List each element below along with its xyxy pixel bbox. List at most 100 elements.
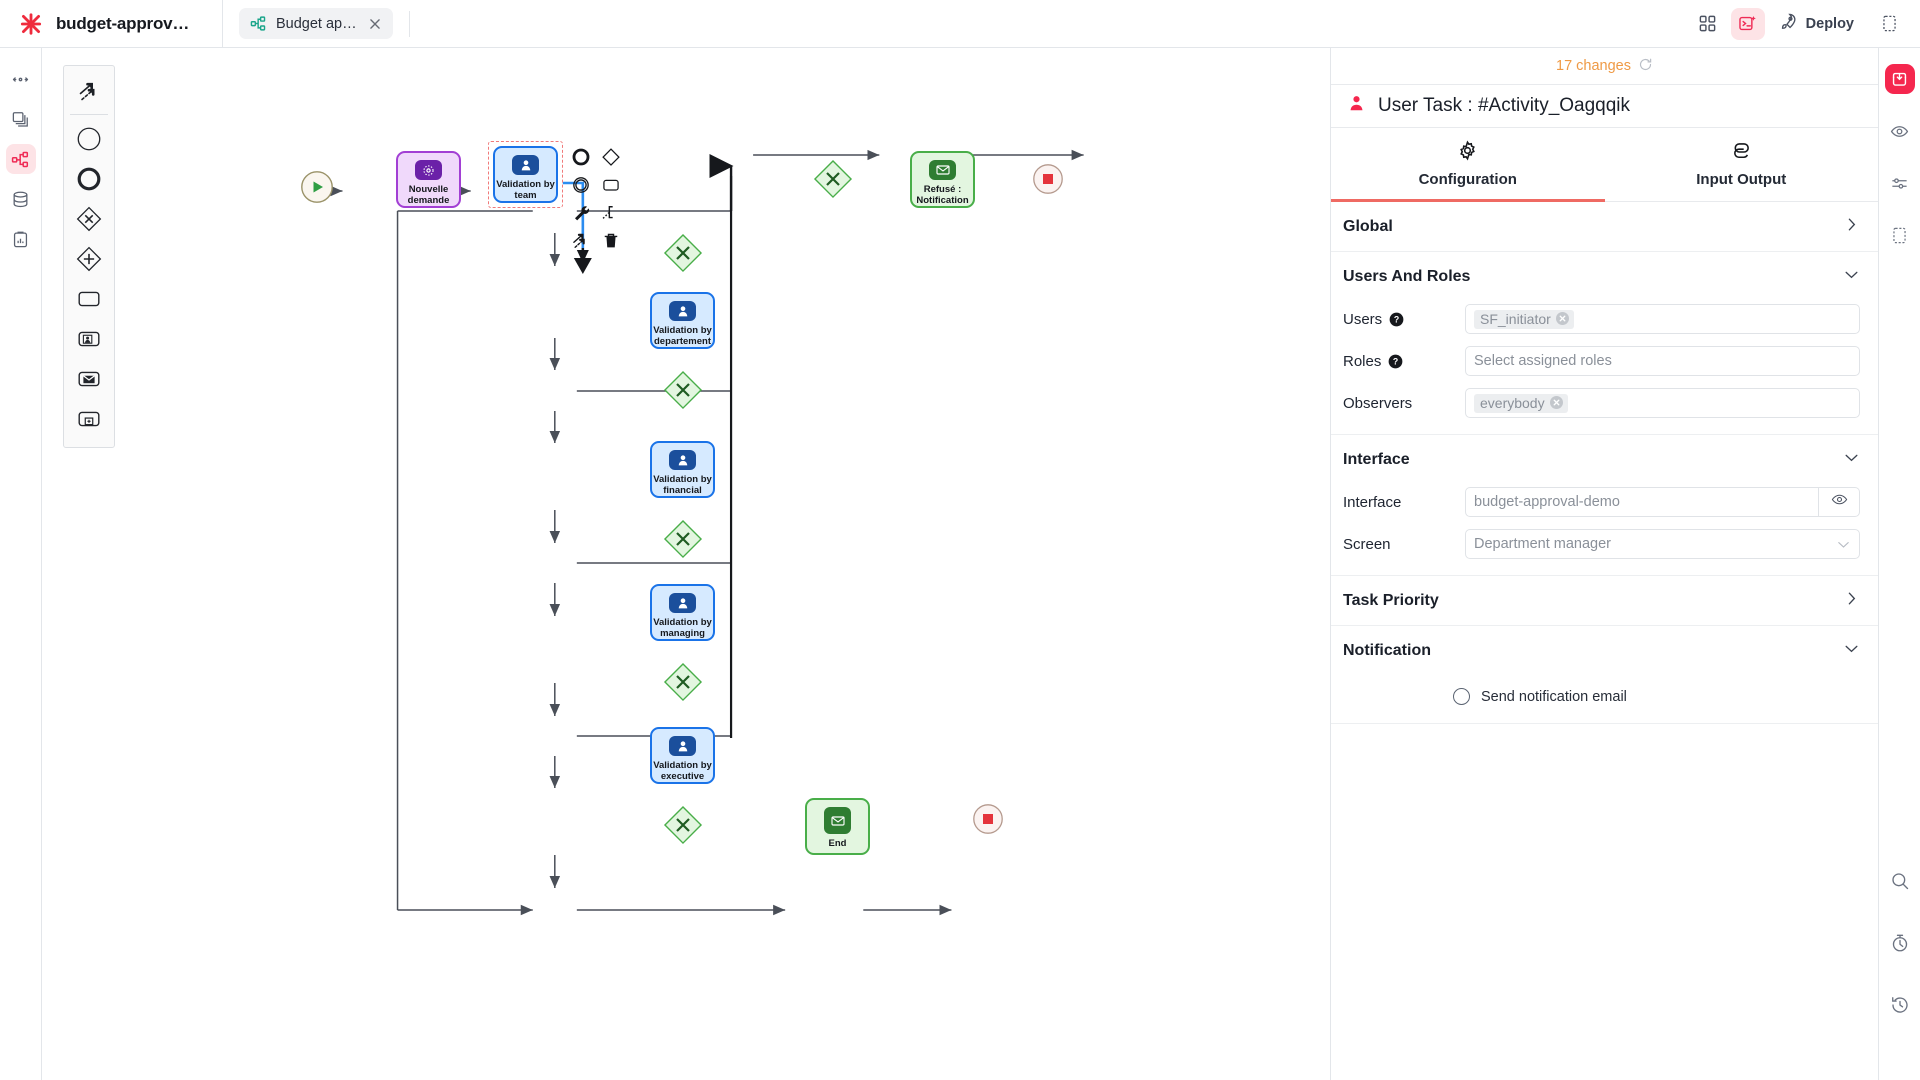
field-interface: Interface budget-approval-demo (1343, 487, 1860, 517)
bpmn-gateway-2[interactable] (663, 370, 703, 415)
palette-parallel-gateway[interactable] (69, 239, 109, 279)
form-doc-button[interactable] (1885, 220, 1915, 250)
ai-terminal-button[interactable] (1730, 7, 1765, 40)
document-form-button[interactable] (1872, 8, 1906, 40)
ctx-trash-icon[interactable] (599, 229, 623, 253)
bpmn-task-validation-by-team[interactable]: Validation by team (488, 141, 563, 208)
users-input[interactable]: SF_initiator (1465, 304, 1860, 334)
settings-sliders-button[interactable] (1885, 168, 1915, 198)
bpmn-gateway-3[interactable] (663, 519, 703, 564)
deploy-button[interactable]: Deploy (1771, 6, 1866, 41)
eye-icon (1831, 491, 1848, 513)
observers-input[interactable]: everybody (1465, 388, 1860, 418)
palette-end-event[interactable] (69, 159, 109, 199)
search-button[interactable] (1885, 866, 1915, 896)
chevron-down-icon[interactable] (1836, 537, 1851, 552)
save-deploy-button[interactable] (1884, 64, 1915, 94)
refresh-icon[interactable] (1638, 57, 1653, 76)
bpmn-task-refuse-notification[interactable]: Refusé : Notification (910, 151, 975, 208)
history-button[interactable] (1885, 990, 1915, 1020)
rail-item-reports[interactable] (6, 224, 36, 254)
users-label-wrap: Users ? (1343, 311, 1465, 328)
bpmn-gateway-4[interactable] (663, 662, 703, 707)
send-notification-email-checkbox[interactable] (1453, 688, 1470, 705)
divider (408, 10, 410, 37)
section-task-priority[interactable]: Task Priority (1331, 576, 1878, 626)
tab-budget-approval[interactable]: Budget ap… (239, 8, 393, 39)
interface-body: Interface budget-approval-demo Screen (1331, 475, 1878, 576)
ctx-append-task-icon[interactable] (599, 173, 623, 197)
node-label: Validation by executive (653, 760, 712, 782)
bpmn-end-event-2[interactable] (1032, 163, 1064, 200)
bpmn-end-event-1[interactable] (972, 803, 1004, 840)
roles-input[interactable]: Select assigned roles (1465, 346, 1860, 376)
bpmn-gateway-5[interactable] (663, 805, 703, 850)
palette-task[interactable] (69, 279, 109, 319)
close-icon[interactable] (368, 17, 382, 31)
rail-item-variables[interactable] (6, 64, 36, 94)
help-circle-icon[interactable]: ? (1388, 354, 1403, 369)
ctx-wrench-icon[interactable] (569, 201, 593, 225)
tab-configuration[interactable]: Configuration (1331, 128, 1605, 202)
changes-bar[interactable]: 17 changes (1331, 48, 1878, 85)
gear-icon (1457, 140, 1478, 165)
interface-control[interactable]: budget-approval-demo (1465, 487, 1860, 517)
bpmn-task-end[interactable]: End (805, 798, 870, 855)
ctx-change-type-icon[interactable] (599, 201, 623, 225)
user-icon (669, 301, 696, 321)
roles-control[interactable]: Select assigned roles (1465, 346, 1860, 376)
rail-item-process[interactable] (5, 144, 36, 174)
bpmn-gateway-refuse[interactable] (813, 159, 853, 204)
send-notification-email-row[interactable]: Send notification email (1343, 678, 1860, 709)
top-bar: budget-approv… Budget ap… (0, 0, 1920, 48)
interface-preview-button[interactable] (1819, 487, 1860, 517)
bpmn-task-validation-by-managing[interactable]: Validation by managing (650, 584, 715, 641)
chevron-down-icon (1843, 640, 1860, 662)
tab-input-output[interactable]: Input Output (1605, 128, 1879, 202)
bpmn-task-nouvelle-demande[interactable]: Nouvelle demande (396, 151, 461, 208)
chip-remove-icon[interactable] (1555, 312, 1569, 325)
palette-start-event[interactable] (69, 119, 109, 159)
bpmn-task-validation-by-departement[interactable]: Validation by departement (650, 292, 715, 349)
palette-exclusive-gateway[interactable] (69, 199, 109, 239)
element-palette[interactable] (63, 65, 115, 448)
chip-remove-icon[interactable] (1549, 396, 1563, 409)
brand: budget-approv… (0, 11, 222, 37)
section-users-and-roles[interactable]: Users And Roles (1331, 252, 1878, 292)
observers-control[interactable]: everybody (1465, 388, 1860, 418)
screen-control[interactable]: Department manager (1465, 529, 1860, 559)
ctx-append-end-event-icon[interactable] (569, 145, 593, 169)
tab-label: Configuration (1418, 171, 1517, 188)
svg-text:?: ? (1393, 356, 1398, 366)
section-global[interactable]: Global (1331, 202, 1878, 252)
rail-item-data[interactable] (6, 184, 36, 214)
interface-input[interactable]: budget-approval-demo (1465, 487, 1819, 517)
palette-send-task[interactable] (69, 359, 109, 399)
palette-user-task[interactable] (69, 319, 109, 359)
bpmn-gateway-1[interactable] (663, 233, 703, 278)
palette-sub-process[interactable] (69, 399, 109, 439)
ctx-connect-icon[interactable] (569, 229, 593, 253)
chip-everybody[interactable]: everybody (1474, 393, 1568, 413)
grid-apps-button[interactable] (1691, 8, 1725, 40)
timer-button[interactable] (1885, 928, 1915, 958)
screen-select[interactable]: Department manager (1465, 529, 1860, 559)
users-and-roles-body: Users ? SF_initiator (1331, 292, 1878, 435)
send-notification-email-label: Send notification email (1481, 688, 1627, 705)
bpmn-task-validation-by-financial[interactable]: Validation by financial (650, 441, 715, 498)
tab-label: Input Output (1696, 171, 1787, 188)
help-circle-icon[interactable]: ? (1389, 312, 1404, 327)
ctx-append-gateway-icon[interactable] (599, 145, 623, 169)
bpmn-task-validation-by-executive[interactable]: Validation by executive (650, 727, 715, 784)
diagram-canvas[interactable]: Nouvelle demande Validation by team (42, 48, 1330, 1080)
preview-button[interactable] (1885, 116, 1915, 146)
context-pad[interactable] (569, 145, 623, 253)
users-control[interactable]: SF_initiator (1465, 304, 1860, 334)
ctx-append-intermediate-event-icon[interactable] (569, 173, 593, 197)
section-interface[interactable]: Interface (1331, 435, 1878, 475)
double-arrow-icon[interactable] (69, 72, 109, 112)
section-notification[interactable]: Notification (1331, 626, 1878, 666)
bpmn-start-event[interactable] (300, 170, 334, 209)
chip-sf-initiator[interactable]: SF_initiator (1474, 309, 1574, 329)
rail-item-pages[interactable] (6, 104, 36, 134)
